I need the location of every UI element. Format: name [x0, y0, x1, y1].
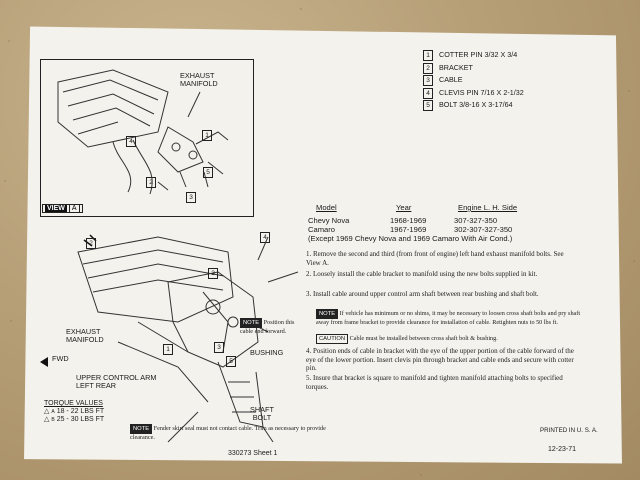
printed-in: PRINTED IN U. S. A. — [540, 427, 598, 434]
lower-callout: 3 — [208, 268, 218, 279]
lower-callout: 4 — [260, 232, 270, 243]
table-cell: 307-327-350 — [454, 216, 498, 225]
step-3-note: NOTE If vehicle has minimum or no shims,… — [316, 309, 581, 326]
lower-callout: 3 — [214, 342, 224, 353]
view-a-frame — [40, 59, 254, 217]
lower-callout: 2 — [86, 238, 96, 249]
step-3-caution: CAUTION Cable must be installed between … — [316, 334, 586, 344]
step-4: 4. Position ends of cable in bracket wit… — [306, 347, 574, 372]
line-drawings — [40, 69, 299, 443]
view-a-callout: 2 — [146, 177, 156, 188]
torque-title: TORQUE VALUES — [44, 400, 103, 407]
view-letter: A — [68, 204, 80, 213]
torque-item: △B 25 - 30 LBS FT — [44, 416, 105, 423]
table-cell: 1967-1969 — [390, 225, 427, 234]
table-cell: Camaro — [308, 225, 336, 234]
bushing-label: BUSHING — [250, 348, 284, 357]
lower-callout: 5 — [226, 356, 236, 367]
step-5: 5. Insure that bracket is square to mani… — [306, 374, 563, 391]
caution-badge: CAUTION — [316, 334, 349, 344]
sheet-id: 330273 Sheet 1 — [228, 450, 278, 457]
lower-callout: 1 — [163, 344, 173, 355]
view-a-callout: 5 — [203, 167, 213, 178]
date: 12-23-71 — [548, 446, 577, 453]
bottom-note: NOTE Fender skirt seal must not contact … — [130, 424, 326, 441]
torque-block: TORQUE VALUES △A 18 - 22 LBS FT △B 25 - … — [44, 400, 104, 423]
note-badge: NOTE — [316, 309, 339, 319]
view-a-exhaust-label: EXHAUST MANIFOLD — [180, 71, 218, 88]
torque-item: △A 18 - 22 LBS FT — [44, 408, 105, 415]
view-a-callout: 3 — [186, 192, 196, 203]
table-cell: Chevy Nova — [308, 216, 350, 225]
lower-exhaust-label: EXHAUST MANIFOLD — [66, 327, 104, 344]
shaft-bolt-label: SHAFT BOLT — [250, 405, 274, 422]
step-1: 1. Remove the second and third (from fro… — [306, 250, 564, 267]
table-exception: (Except 1969 Chevy Nova and 1969 Camaro … — [308, 234, 513, 243]
position-note: NOTE Position this cable end forward. — [240, 318, 295, 335]
view-a-callout: 1 — [202, 130, 212, 141]
step-3: 3. Install cable around upper control ar… — [306, 290, 539, 298]
fwd-label: FWD — [52, 354, 69, 363]
control-arm-label: UPPER CONTROL ARM LEFT REAR — [76, 373, 157, 390]
view-a-callout: 4 — [126, 136, 136, 147]
table-header-year: Year — [396, 203, 412, 212]
view-label: VIEW — [45, 205, 67, 212]
table-header-engine: Engine L. H. Side — [458, 203, 518, 212]
table-header-model: Model — [316, 203, 337, 212]
step-2: 2. Loosely install the cable bracket to … — [306, 270, 538, 278]
table-cell: 1968-1969 — [390, 216, 427, 225]
table-cell: 302-307-327-350 — [454, 225, 513, 234]
